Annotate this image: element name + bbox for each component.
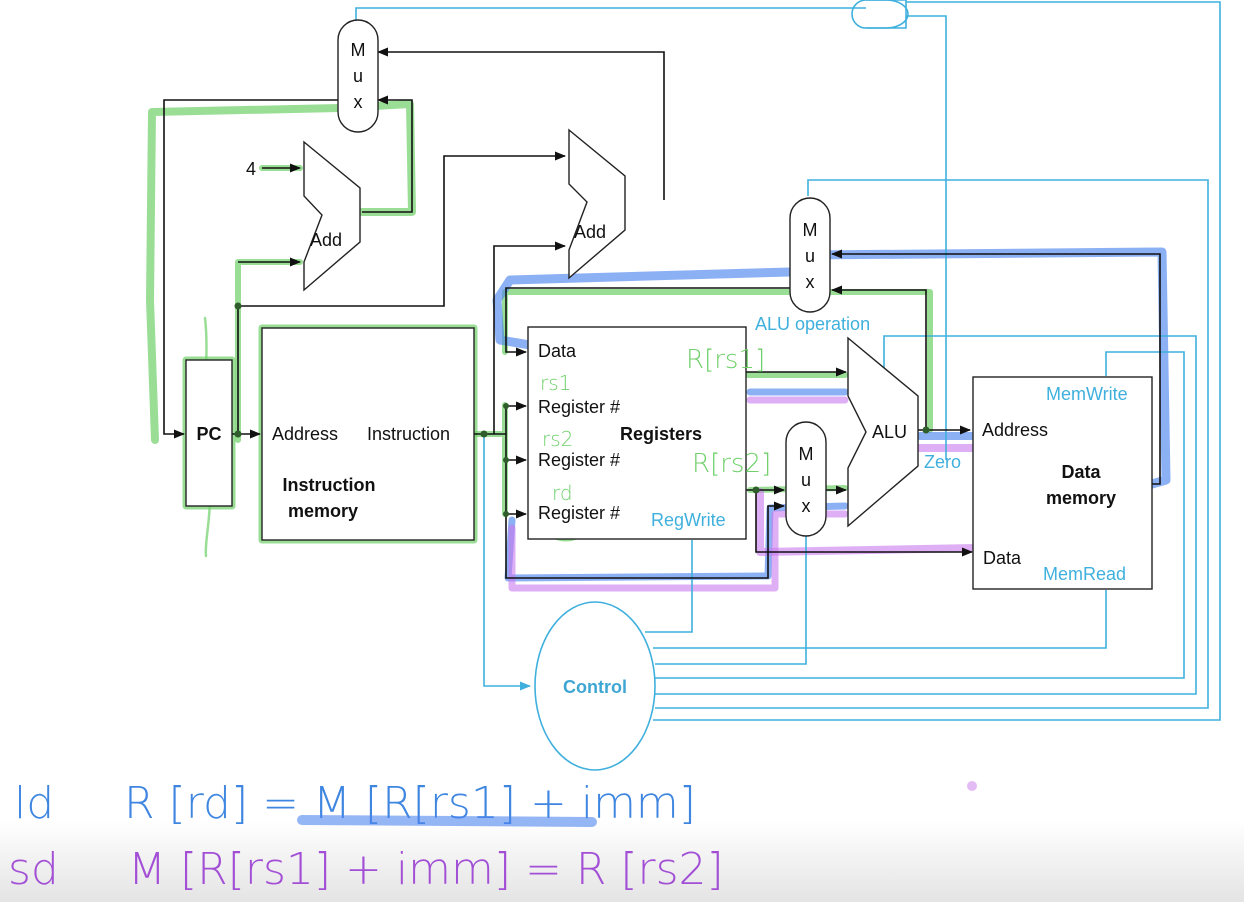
data-memory: Address Data Data memory MemWrite MemRea… bbox=[972, 376, 1153, 590]
dmem-title: memory bbox=[1046, 488, 1116, 508]
wire-memwrite bbox=[655, 351, 1185, 679]
wire-imm-to-alusrc bbox=[505, 501, 786, 579]
control-label: Control bbox=[563, 677, 627, 697]
wire-branch-to-mux bbox=[376, 47, 665, 200]
wire-alu-operation bbox=[655, 335, 1197, 695]
junction-pc-branch bbox=[234, 302, 242, 310]
wire-zero-to-and bbox=[906, 15, 947, 460]
data-wires bbox=[163, 47, 1161, 579]
dmem-address-port: Address bbox=[982, 420, 1048, 440]
annotation-rs1: rs1 bbox=[540, 371, 571, 395]
reg-write-port: Register # bbox=[538, 503, 620, 523]
wire-alu-to-wbmux bbox=[830, 285, 927, 430]
memread-signal: MemRead bbox=[1043, 564, 1126, 584]
highlight-writeback-green bbox=[502, 289, 933, 433]
wire-opcode-to-control bbox=[483, 434, 532, 691]
imem-instruction-port: Instruction bbox=[367, 424, 450, 444]
junction-alu-out bbox=[922, 426, 930, 434]
control-unit: Control bbox=[534, 601, 656, 771]
constant-four: 4 bbox=[246, 159, 256, 179]
junction-rs2 bbox=[503, 457, 509, 463]
adder-label: Add bbox=[574, 222, 606, 242]
dmem-data-port: Data bbox=[983, 548, 1022, 568]
alu-operation-signal: ALU operation bbox=[755, 314, 870, 334]
wire-memtoreg bbox=[655, 179, 1209, 709]
junction-pc bbox=[234, 430, 242, 438]
wire-mux-to-pc bbox=[163, 99, 338, 439]
reg-read1-port: Register # bbox=[538, 397, 620, 417]
handwritten-annotations: rs1 rs2 rd R[rs1] R[rs2] bbox=[540, 345, 771, 505]
equation-sd-expr: M [R[rs1] + imm] = R [rs2] bbox=[128, 844, 724, 895]
annotation-read-out2: R[rs2] bbox=[692, 449, 771, 479]
junction-rs1 bbox=[503, 403, 509, 409]
annotation-rd: rd bbox=[552, 481, 573, 505]
mux-letter: u bbox=[353, 66, 363, 86]
wire-dmem-to-wbmux bbox=[830, 249, 1161, 485]
wire-control-branch bbox=[653, 1, 1221, 721]
equations: ld R [rd] = M [R[rs1] + imm] sd M [R[rs1… bbox=[8, 778, 724, 895]
wire-branch-select bbox=[355, 7, 866, 20]
wire-pc-to-branch-add bbox=[237, 151, 567, 434]
dmem-title: Data bbox=[1061, 462, 1101, 482]
memwrite-signal: MemWrite bbox=[1046, 384, 1128, 404]
registers-title: Registers bbox=[620, 424, 702, 444]
mux-letter: M bbox=[351, 40, 366, 60]
adder-branch-target: Add bbox=[568, 128, 626, 280]
wire-alusrc bbox=[655, 534, 807, 665]
annotation-rs2: rs2 bbox=[542, 427, 573, 451]
junction-read2 bbox=[752, 486, 760, 494]
junction-instruction bbox=[480, 430, 488, 438]
program-counter: PC bbox=[185, 359, 233, 507]
equation-ld-underline bbox=[297, 815, 597, 827]
adder-pc-plus-four: Add 4 bbox=[246, 140, 361, 292]
mux-writeback: M u x bbox=[789, 197, 831, 313]
and-gate bbox=[866, 0, 909, 29]
reg-read2-port: Register # bbox=[538, 450, 620, 470]
wire-imm-to-branch bbox=[493, 241, 567, 434]
wire-writeback-to-regs bbox=[505, 287, 790, 357]
wire-read2-to-dmem bbox=[755, 490, 974, 557]
pc-label: PC bbox=[196, 424, 221, 444]
mux-letter: x bbox=[802, 496, 811, 516]
wire-rs1 bbox=[494, 401, 528, 435]
wire-memread bbox=[653, 590, 1107, 649]
equation-sd-op: sd bbox=[8, 844, 59, 895]
page-bottom-gradient bbox=[0, 820, 1244, 902]
highlight-instr-bus bbox=[471, 402, 508, 517]
mux-letter: x bbox=[354, 92, 363, 112]
reg-data-port: Data bbox=[538, 341, 577, 361]
alu: ALU Zero bbox=[847, 336, 961, 528]
regwrite-signal: RegWrite bbox=[651, 510, 726, 530]
imem-title: memory bbox=[288, 501, 358, 521]
junction-rd bbox=[503, 511, 509, 517]
wire-pc4-to-mux bbox=[362, 95, 413, 213]
mux-letter: u bbox=[801, 470, 811, 490]
imem-title: Instruction bbox=[283, 475, 376, 495]
alu-label: ALU bbox=[872, 422, 907, 442]
mux-letter: u bbox=[805, 246, 815, 266]
stray-pen-dot bbox=[967, 781, 977, 791]
wire-rs2 bbox=[505, 434, 528, 465]
instruction-memory: Address Instruction Instruction memory bbox=[261, 327, 475, 541]
wire-rd bbox=[505, 460, 528, 519]
mux-letter: M bbox=[803, 220, 818, 240]
mux-letter: M bbox=[799, 444, 814, 464]
imem-address-port: Address bbox=[272, 424, 338, 444]
mux-alu-source: M u x bbox=[785, 421, 827, 537]
mux-pc-select: M u x bbox=[337, 19, 379, 133]
mux-letter: x bbox=[806, 272, 815, 292]
and-gate-shape bbox=[851, 0, 907, 29]
control-wires bbox=[355, 0, 1221, 721]
adder-label: Add bbox=[310, 230, 342, 250]
annotation-read-out1: R[rs1] bbox=[686, 345, 765, 375]
wire-regwrite bbox=[645, 540, 693, 633]
register-file: Data Register # Register # Register # Re… bbox=[527, 326, 747, 540]
equation-ld-op: ld bbox=[14, 778, 54, 829]
zero-signal: Zero bbox=[924, 452, 961, 472]
